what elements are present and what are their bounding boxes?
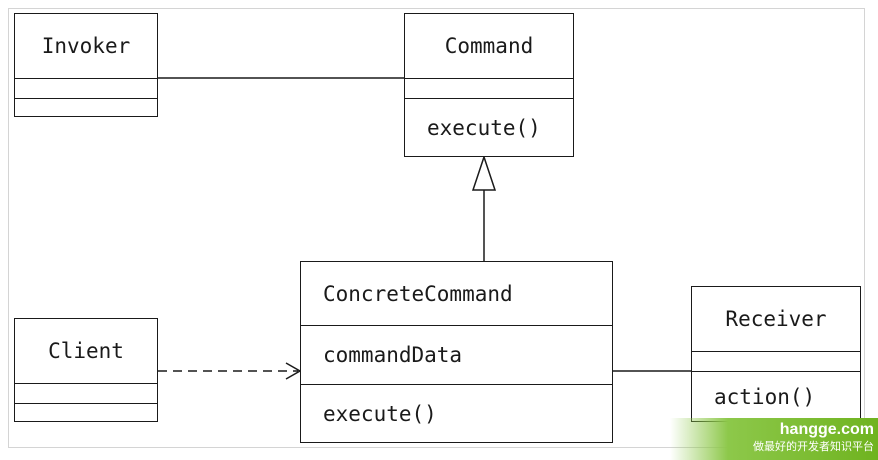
receiver-methods: action() [692, 371, 860, 421]
client-class-name: Client [48, 339, 124, 363]
site-watermark: hangge.com 做最好的开发者知识平台 [670, 418, 878, 460]
concrete-command-methods: execute() [301, 384, 612, 442]
receiver-class: Receiver action() [691, 286, 861, 422]
invoker-class: Invoker [14, 13, 158, 117]
concrete-command-class-name: ConcreteCommand [323, 281, 513, 306]
client-methods [15, 403, 157, 421]
client-attributes [15, 383, 157, 403]
concrete-command-attributes: commandData [301, 325, 612, 384]
receiver-class-name: Receiver [725, 307, 827, 331]
client-class: Client [14, 318, 158, 422]
command-class-name: Command [444, 34, 534, 58]
receiver-attributes [692, 351, 860, 371]
command-attributes [405, 78, 573, 98]
concrete-command-class: ConcreteCommand commandData execute() [300, 261, 613, 443]
command-class: Command execute() [404, 13, 574, 157]
diagram-frame [8, 8, 865, 448]
invoker-attributes [15, 78, 157, 98]
invoker-methods [15, 98, 157, 116]
generalization-arrowhead [471, 154, 497, 191]
watermark-tagline: 做最好的开发者知识平台 [753, 441, 874, 453]
command-methods: execute() [405, 98, 573, 156]
watermark-site: hangge.com [779, 421, 874, 438]
invoker-class-name: Invoker [41, 34, 131, 58]
